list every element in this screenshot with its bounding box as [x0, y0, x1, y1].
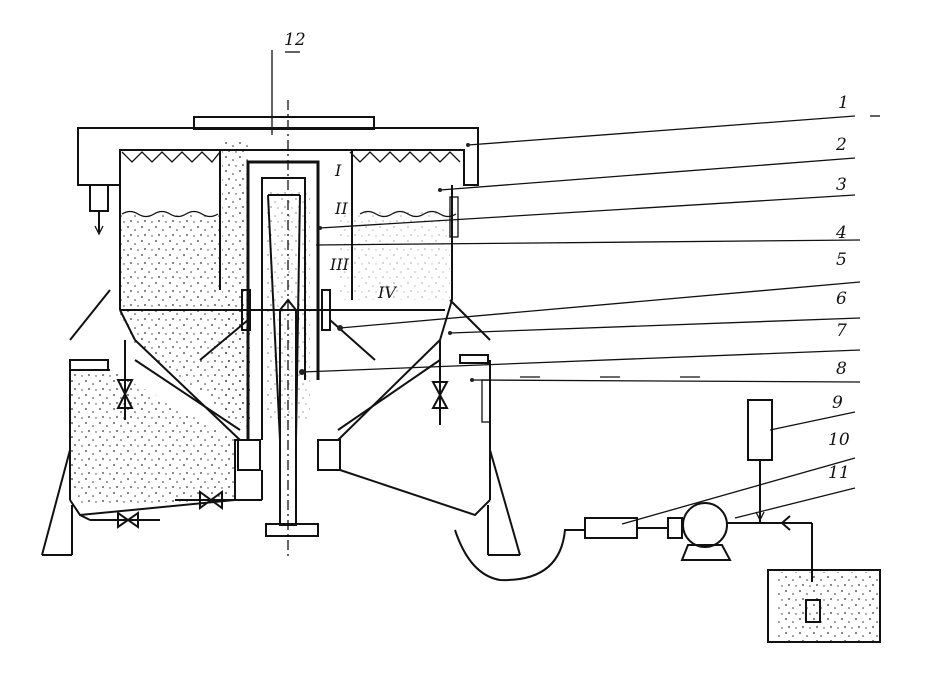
- label-11: 11: [828, 463, 850, 483]
- outer-vessel: [119, 150, 453, 310]
- zone-labels: I II III IV: [329, 161, 397, 302]
- label-8: 8: [836, 359, 847, 379]
- leader-lines: [299, 115, 880, 525]
- label-1: 1: [838, 93, 849, 113]
- number-labels: 12 1 2 3 4 5 6 7 8 9 10 11: [284, 30, 850, 483]
- label-10: 10: [828, 430, 850, 450]
- label-5: 5: [836, 250, 847, 270]
- zone-label-3: III: [329, 255, 350, 274]
- weir-teeth: [121, 151, 461, 163]
- valves: [79, 340, 449, 529]
- axis-12: [271, 50, 300, 560]
- label-2: 2: [835, 135, 847, 155]
- zone-label-1: I: [334, 161, 342, 180]
- label-7: 7: [836, 321, 847, 341]
- lid: [77, 116, 479, 236]
- outer-hopper: [41, 289, 521, 556]
- label-9: 9: [832, 393, 843, 413]
- zone-label-2: II: [334, 199, 348, 218]
- feed-line: [454, 399, 881, 643]
- zone-label-4: IV: [377, 283, 397, 302]
- label-3: 3: [836, 175, 847, 195]
- label-4: 4: [835, 223, 847, 243]
- water-surface: [121, 210, 457, 218]
- bottom-flange: [238, 470, 319, 537]
- label-12: 12: [284, 30, 306, 50]
- dash-marks: [449, 196, 700, 423]
- label-6: 6: [836, 289, 847, 309]
